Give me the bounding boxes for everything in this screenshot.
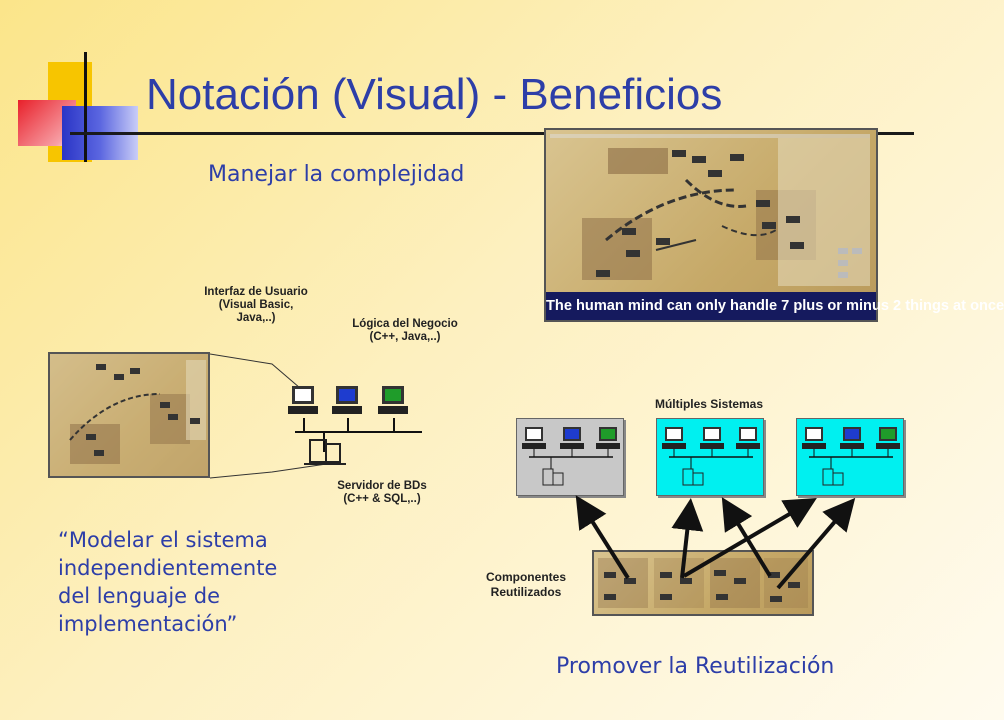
db-label-line: Servidor de BDs xyxy=(337,480,427,492)
db-layer-label: Servidor de BDs (C++ & SQL,..) xyxy=(322,480,442,506)
quote-line: “Modelar el sistema xyxy=(58,528,268,552)
system-panel-cyan xyxy=(656,418,764,496)
computer-icon xyxy=(332,386,362,414)
logic-label-line: Lógica del Negocio xyxy=(352,318,458,330)
db-label-line: (C++ & SQL,..) xyxy=(343,493,421,505)
quote-line: independientemente xyxy=(58,556,278,580)
system-panel-cyan-2 xyxy=(796,418,904,496)
section-reuse: Promover la Reutilización xyxy=(556,654,835,679)
title-underline-right xyxy=(876,132,914,135)
complexity-diagram-image: The human mind can only handle 7 plus or… xyxy=(544,128,1004,322)
model-diagram-image xyxy=(48,352,210,478)
ui-label-line: Interfaz de Usuario xyxy=(204,286,308,298)
systems-label: Múltiples Sistemas xyxy=(654,397,764,411)
logic-layer-label: Lógica del Negocio (C++, Java,..) xyxy=(340,318,470,344)
decor-vertical-line xyxy=(84,52,87,162)
reused-components-label: Componentes Reutilizados xyxy=(462,570,590,600)
logic-label-line: (C++, Java,..) xyxy=(369,331,441,343)
reuse-arrows xyxy=(575,495,856,590)
ui-label-line: (Visual Basic, xyxy=(218,299,294,311)
components-label-line: Reutilizados xyxy=(490,585,562,599)
title-underline xyxy=(70,132,544,135)
computer-icon xyxy=(378,386,408,414)
architecture-diagram xyxy=(209,353,422,479)
complexity-banner: The human mind can only handle 7 plus or… xyxy=(546,292,1004,320)
computer-icon xyxy=(288,386,318,414)
quote-line: del lenguaje de xyxy=(58,584,221,608)
system-panel-gray xyxy=(516,418,624,496)
slide-title: Notación (Visual) - Beneficios xyxy=(146,70,723,119)
complexity-diagram xyxy=(550,134,870,286)
quote-line: implementación” xyxy=(58,612,238,636)
section-complexity: Manejar la complejidad xyxy=(208,162,465,187)
components-label-line: Componentes xyxy=(485,570,566,584)
reused-components-image xyxy=(592,550,814,616)
model-quote: “Modelar el sistema independientemente d… xyxy=(58,526,277,638)
ui-layer-label: Interfaz de Usuario (Visual Basic, Java,… xyxy=(196,286,316,325)
database-server-icon xyxy=(304,439,346,465)
ui-label-line: Java,..) xyxy=(236,312,276,324)
